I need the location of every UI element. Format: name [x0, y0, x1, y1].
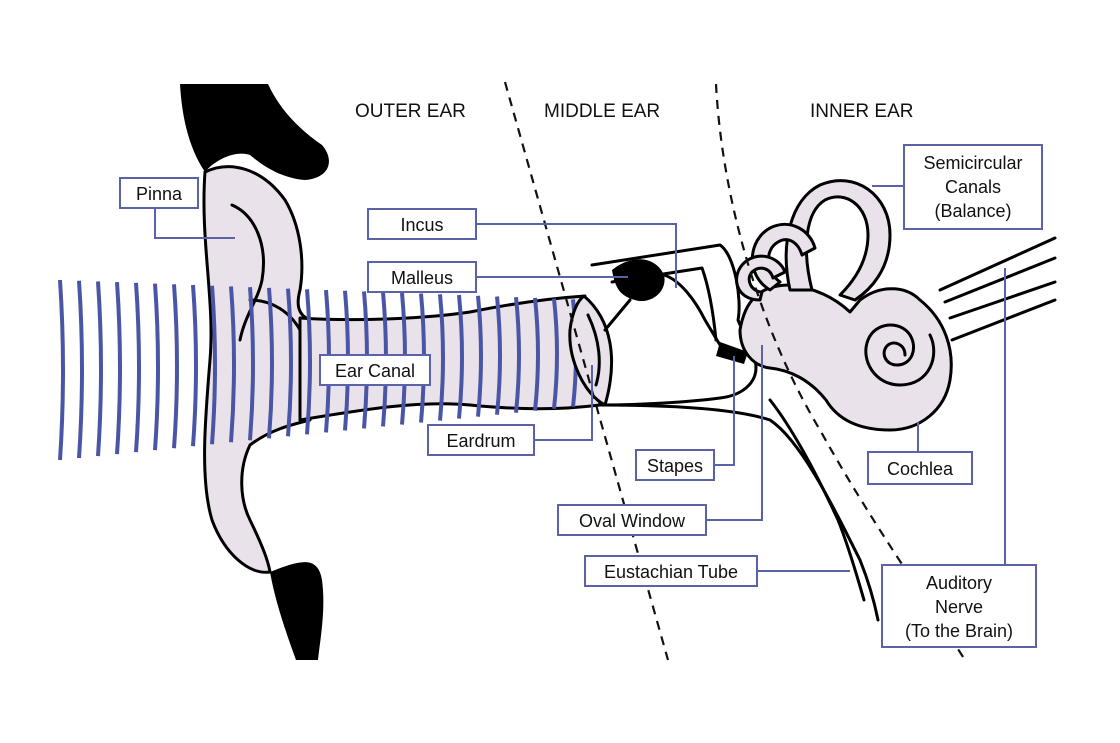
label-malleus: Malleus	[367, 261, 477, 293]
svg-text:Eustachian Tube: Eustachian Tube	[604, 562, 738, 582]
section-title-outer: OUTER EAR	[355, 101, 466, 122]
svg-text:Stapes: Stapes	[647, 456, 703, 476]
incus-shape	[662, 273, 722, 347]
label-eardrum: Eardrum	[427, 424, 535, 456]
sound-wave-arc	[96, 281, 103, 457]
svg-text:Semicircular: Semicircular	[923, 153, 1022, 173]
label-oval-window: Oval Window	[557, 504, 707, 536]
svg-text:Incus: Incus	[400, 215, 443, 235]
svg-text:Nerve: Nerve	[935, 597, 983, 617]
leader-pinna	[154, 208, 235, 239]
label-pinna: Pinna	[119, 177, 199, 209]
sound-wave-arc	[172, 284, 179, 449]
svg-text:Pinna: Pinna	[136, 184, 183, 204]
auditory-nerve-shape	[938, 236, 1057, 342]
eardrum-shape	[568, 294, 614, 407]
sound-wave-arc	[514, 297, 521, 413]
malleus-handle	[603, 298, 632, 332]
leader-nerve	[1004, 268, 1036, 587]
sound-wave-arc	[248, 287, 255, 441]
sound-wave-arc	[305, 289, 312, 435]
leader-eardrum	[534, 365, 593, 441]
eustachian-tube-shape-inner	[768, 398, 866, 602]
stapes-shape	[716, 342, 748, 364]
svg-text:(Balance): (Balance)	[934, 201, 1011, 221]
label-semicircular-canals: Semicircular Canals (Balance)	[903, 144, 1043, 230]
sound-wave-arc	[134, 282, 141, 453]
hair-silhouette	[180, 84, 329, 180]
middle-ear-inner-wall	[610, 266, 718, 342]
sound-wave-arc	[229, 286, 236, 443]
sound-wave-arc	[191, 284, 198, 447]
label-ear-canal: Ear Canal	[319, 354, 431, 386]
svg-text:Auditory: Auditory	[926, 573, 992, 593]
svg-text:Canals: Canals	[945, 177, 1001, 197]
eustachian-tube-shape	[598, 403, 880, 622]
neck-silhouette	[270, 562, 324, 660]
leader-stapes	[714, 356, 735, 466]
svg-text:Ear Canal: Ear Canal	[335, 361, 415, 381]
pinna-fold	[230, 203, 265, 342]
sound-wave-arc	[495, 296, 502, 415]
sound-wave-arc	[286, 288, 293, 437]
sound-wave-arc	[210, 285, 217, 445]
label-auditory-nerve: Auditory Nerve (To the Brain)	[881, 564, 1037, 648]
svg-text:Cochlea: Cochlea	[887, 459, 954, 479]
section-title-inner: INNER EAR	[810, 101, 913, 122]
sound-wave-arc	[115, 282, 122, 455]
svg-text:(To the Brain): (To the Brain)	[905, 621, 1013, 641]
vestibule-shape	[738, 283, 953, 432]
cochlea-spiral	[864, 323, 936, 387]
svg-text:Oval Window: Oval Window	[579, 511, 686, 531]
canal-2	[750, 222, 817, 292]
sound-wave-arc	[457, 294, 464, 419]
eardrum-detail	[586, 313, 601, 387]
sound-wave-arc	[77, 280, 84, 459]
middle-ear-cavity	[590, 243, 758, 407]
leader-oval-window	[706, 345, 763, 521]
pinna-shape	[202, 165, 312, 574]
sound-wave-arc	[58, 279, 65, 461]
sound-wave-arc	[153, 283, 160, 451]
label-cochlea: Cochlea	[867, 451, 973, 485]
label-eustachian-tube: Eustachian Tube	[584, 555, 758, 587]
label-incus: Incus	[367, 208, 477, 240]
sound-wave-arc	[438, 294, 445, 421]
canal-3	[735, 254, 787, 302]
malleus-shape	[612, 259, 665, 302]
label-stapes: Stapes	[635, 449, 715, 481]
sound-wave-arc	[533, 297, 540, 411]
sound-wave-arc	[476, 295, 483, 417]
svg-text:Malleus: Malleus	[391, 268, 453, 288]
section-title-middle: MIDDLE EAR	[544, 101, 660, 122]
sound-wave-arc	[267, 287, 274, 439]
leader-incus	[477, 223, 677, 288]
sound-wave-arc	[552, 298, 559, 409]
canal-1	[784, 179, 892, 302]
svg-text:Eardrum: Eardrum	[446, 431, 515, 451]
pinna-inner-fold	[248, 298, 302, 332]
